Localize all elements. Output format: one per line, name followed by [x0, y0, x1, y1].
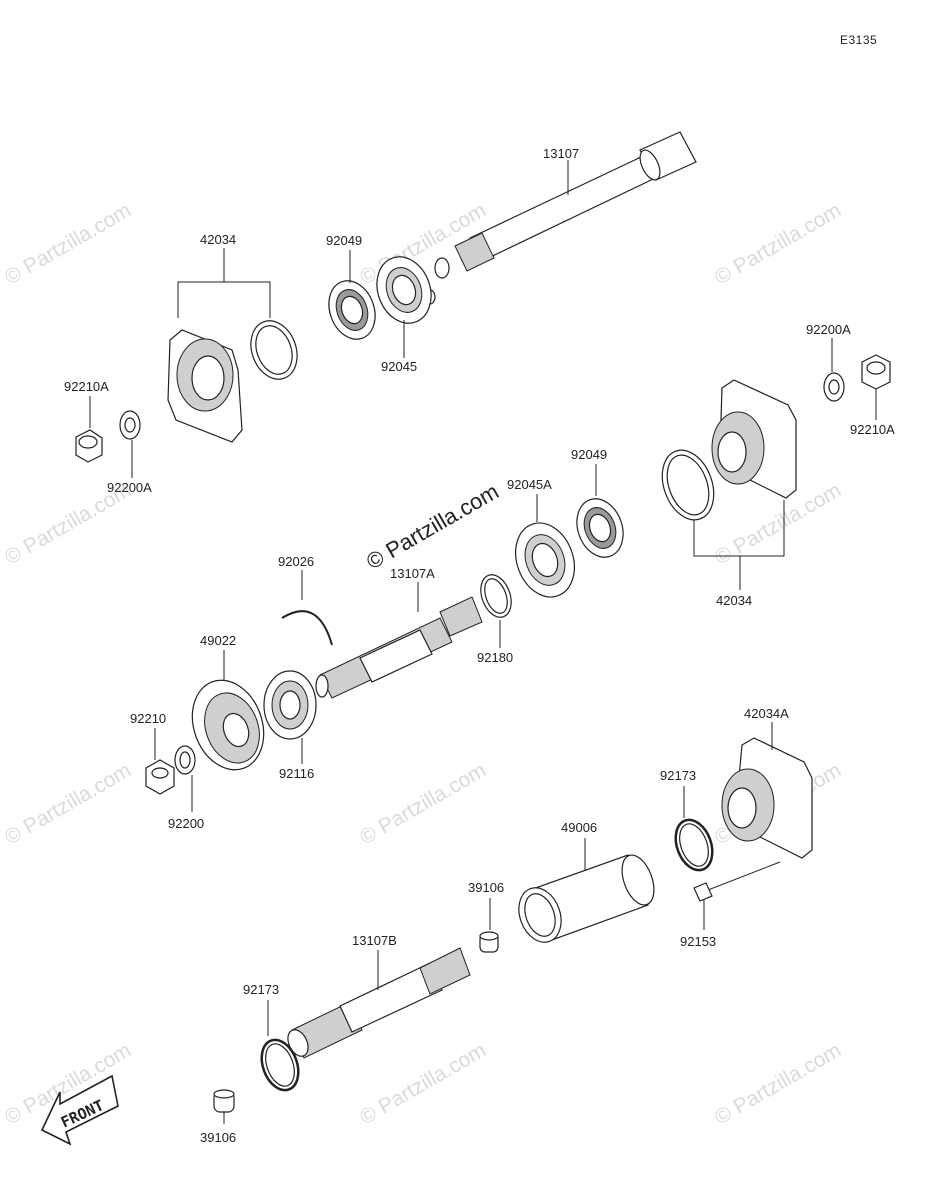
part-42034-housing-left[interactable] [167, 314, 305, 443]
part-39106-plug-lower[interactable] [213, 1089, 235, 1113]
part-label[interactable]: 92210 [130, 711, 166, 726]
part-label[interactable]: 92200A [107, 480, 152, 495]
part-92200-washer[interactable] [174, 745, 196, 775]
part-label[interactable]: 92173 [660, 768, 696, 783]
part-label[interactable]: 92200A [806, 322, 851, 337]
part-42034A-housing[interactable] [721, 737, 813, 859]
part-92173-ring-upper[interactable] [669, 815, 719, 875]
part-labels: 13107 42034 92049 92045 92210A 92200A 92… [64, 146, 895, 1145]
part-92116-bearing[interactable] [263, 670, 317, 740]
part-13107B-shaft[interactable] [284, 947, 471, 1059]
part-92049-seal-top[interactable] [321, 274, 383, 345]
part-39106-plug-upper[interactable] [479, 931, 499, 953]
watermark: © Partzilla.com [356, 1039, 490, 1130]
watermark: © Partzilla.com [711, 199, 845, 290]
part-label[interactable]: 13107A [390, 566, 435, 581]
part-label[interactable]: 39106 [200, 1130, 236, 1145]
part-label[interactable]: 92045A [507, 477, 552, 492]
part-label[interactable]: 92180 [477, 650, 513, 665]
part-92045A-bearing[interactable] [506, 515, 585, 606]
part-label[interactable]: 13107 [543, 146, 579, 161]
watermark: © Partzilla.com [356, 759, 490, 850]
part-92026-snap-ring[interactable] [281, 610, 333, 646]
part-label[interactable]: 92026 [278, 554, 314, 569]
part-92153-bolt[interactable] [693, 861, 781, 902]
part-92200A-washer-right[interactable] [823, 372, 845, 402]
part-label[interactable]: 13107B [352, 933, 397, 948]
part-92210A-nut-right[interactable] [861, 354, 891, 390]
part-label[interactable]: 49022 [200, 633, 236, 648]
part-92200A-washer-left[interactable] [119, 410, 141, 440]
part-label[interactable]: 49006 [561, 820, 597, 835]
watermark: © Partzilla.com [1, 759, 135, 850]
part-49006-sleeve[interactable] [512, 851, 660, 948]
diagram-ref: E3135 [840, 33, 877, 47]
part-label[interactable]: 92173 [243, 982, 279, 997]
part-92173-ring-lower[interactable] [255, 1035, 305, 1095]
part-label[interactable]: 92153 [680, 934, 716, 949]
watermark: © Partzilla.com [1, 199, 135, 290]
part-92045-bearing[interactable] [368, 249, 440, 331]
part-13107-shaft[interactable] [424, 131, 697, 305]
part-label[interactable]: 92049 [571, 447, 607, 462]
part-42034-housing-right[interactable] [653, 379, 797, 527]
part-label[interactable]: 92049 [326, 233, 362, 248]
watermark-main: © Partzilla.com [362, 479, 503, 575]
part-92210A-nut-left[interactable] [75, 429, 103, 463]
part-label[interactable]: 92200 [168, 816, 204, 831]
part-49022-bevel-gear[interactable] [180, 670, 275, 780]
part-label[interactable]: 92116 [279, 766, 314, 781]
part-label[interactable]: 92210A [64, 379, 109, 394]
watermark: © Partzilla.com [711, 1039, 845, 1130]
part-92049-seal-right[interactable] [569, 492, 631, 563]
part-label[interactable]: 42034A [744, 706, 789, 721]
part-13107A-shaft[interactable] [315, 596, 483, 699]
part-label[interactable]: 42034 [716, 593, 752, 608]
part-92210-nut[interactable] [145, 759, 175, 795]
part-label[interactable]: 92045 [381, 359, 417, 374]
part-label[interactable]: 92210A [850, 422, 895, 437]
part-92180-ring[interactable] [475, 571, 516, 622]
part-label[interactable]: 39106 [468, 880, 504, 895]
part-label[interactable]: 42034 [200, 232, 236, 247]
